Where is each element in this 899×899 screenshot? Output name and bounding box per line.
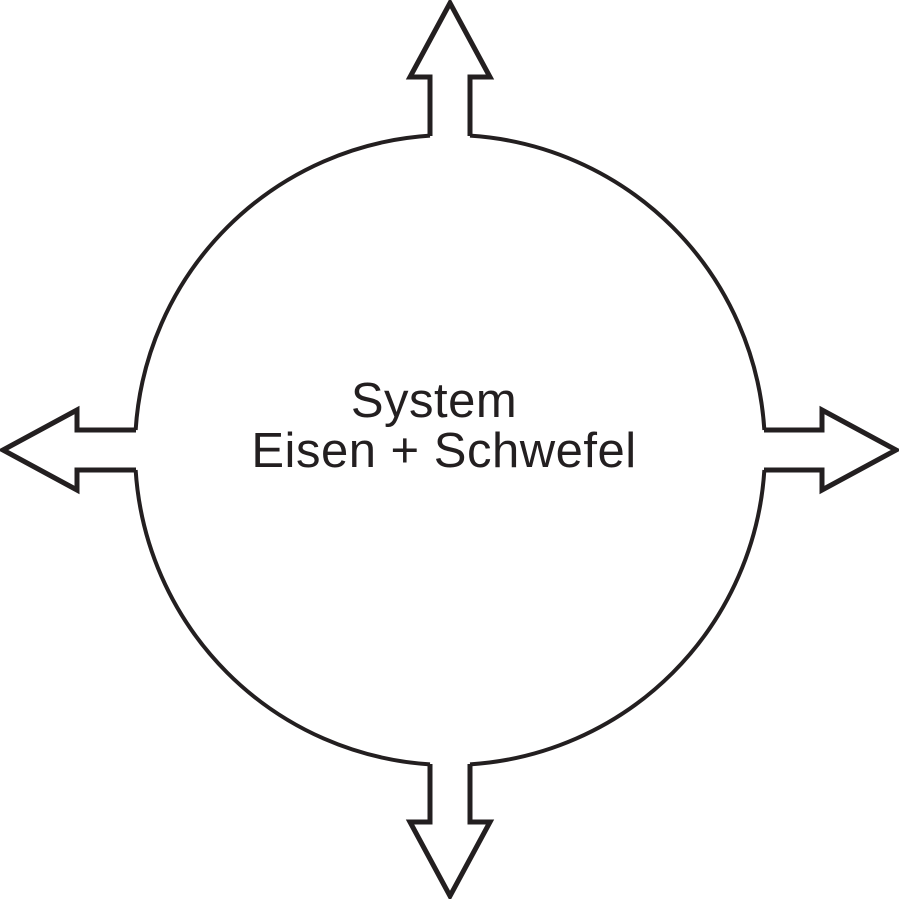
circle-arc-top-left [133,133,431,431]
circle-arc-bottom-right [469,469,767,767]
center-label-line1: System [351,374,517,428]
arrow-left-icon [0,405,136,495]
circle-arc-top-right [469,133,767,431]
center-label: System Eisen + Schwefel [251,374,636,478]
arrow-right-icon [764,405,899,495]
arrow-down-icon [405,764,495,899]
circle-arc-bottom-left [133,469,431,767]
arrow-up-icon [405,0,495,136]
system-circle [133,133,767,767]
center-label-line2: Eisen + Schwefel [251,424,636,478]
